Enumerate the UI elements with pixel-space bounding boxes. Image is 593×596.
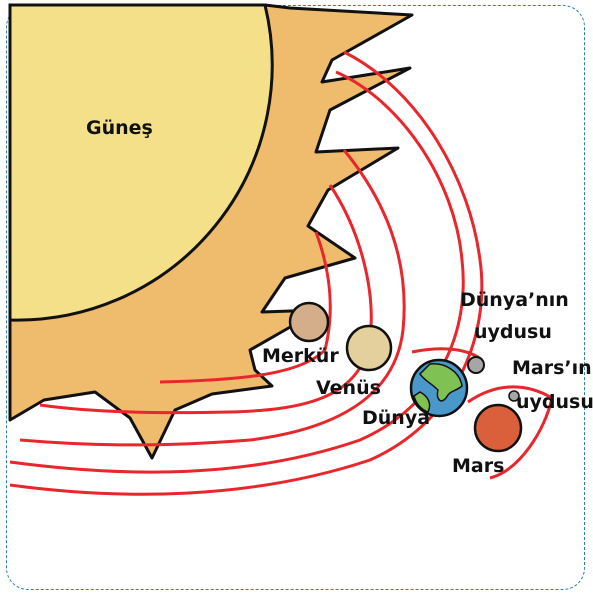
mercury-label: Merkür	[262, 345, 339, 367]
earth-moon-label-line2: uydusu	[474, 321, 552, 343]
earth-label: Dünya	[362, 407, 430, 429]
venus-label: Venüs	[316, 377, 381, 399]
mars-moon-label-line2: uydusu	[516, 391, 593, 413]
mars-moon-label-line1: Mars’ın	[512, 357, 592, 379]
earth-moon	[468, 357, 484, 373]
mercury-planet	[290, 303, 328, 341]
earth-moon-label-line1: Dünya’nın	[460, 289, 569, 311]
venus-planet	[347, 326, 391, 370]
mars-planet	[475, 405, 521, 451]
mars-label: Mars	[452, 455, 504, 477]
sun-label: Güneş	[86, 117, 153, 139]
